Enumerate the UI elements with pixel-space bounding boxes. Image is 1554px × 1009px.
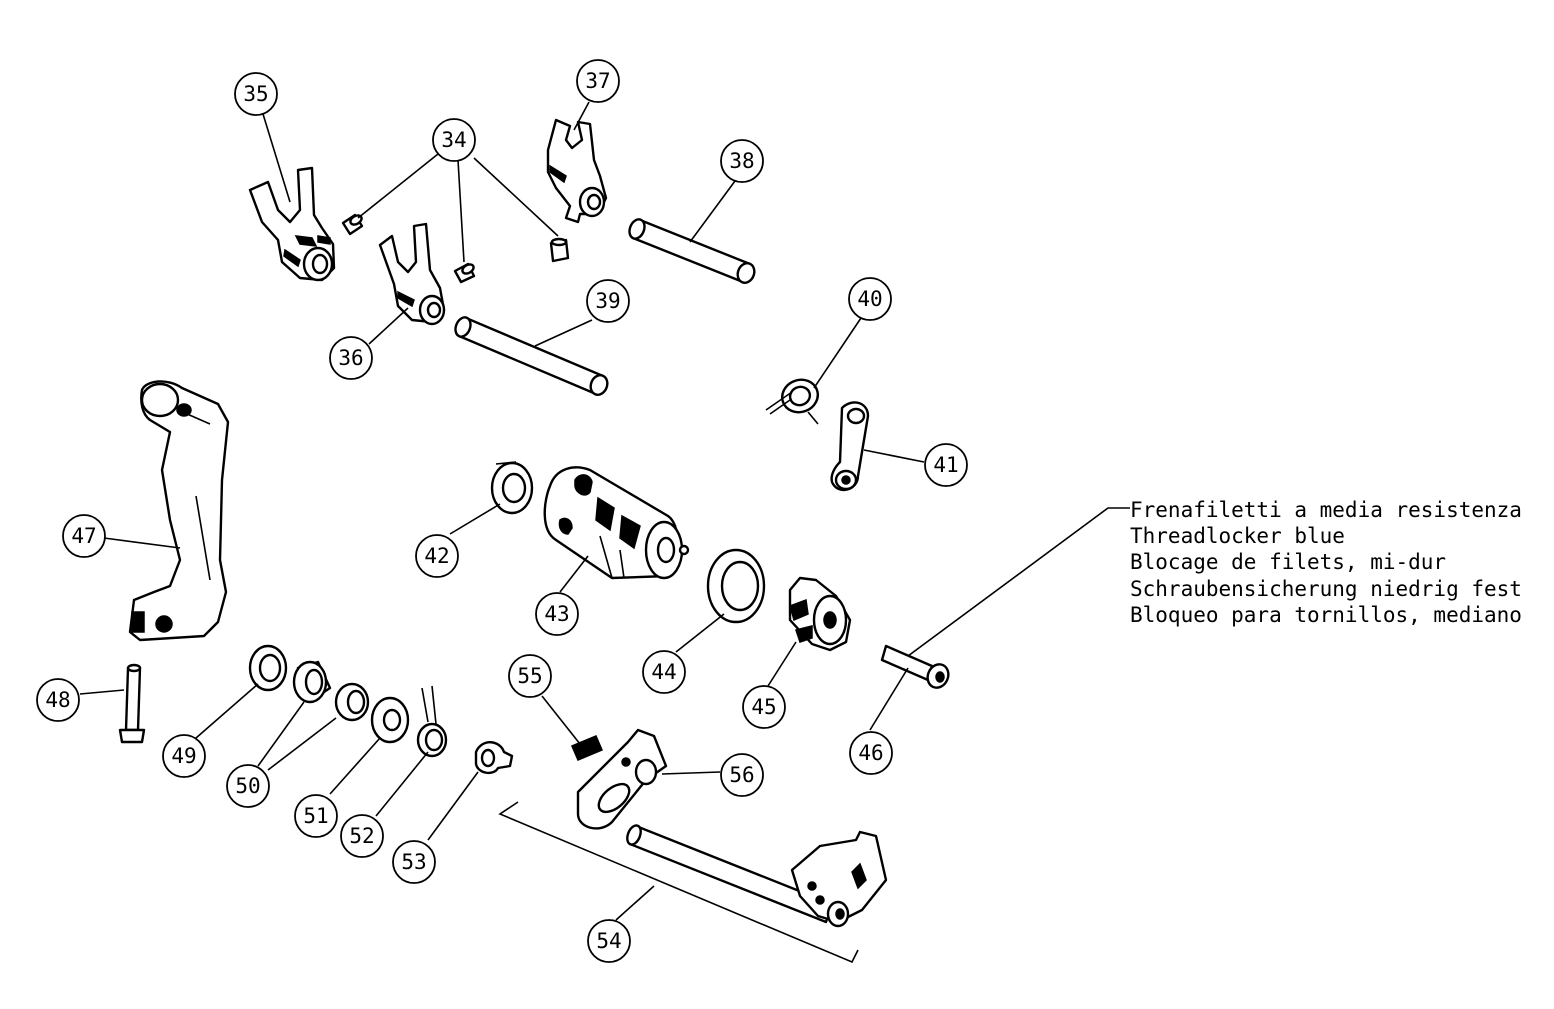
svg-text:56: 56 — [729, 763, 754, 787]
note-line-german: Schraubensicherung niedrig fest — [1130, 577, 1522, 601]
callout-36: 36 — [329, 336, 373, 380]
callout-51: 51 — [294, 794, 338, 838]
svg-text:35: 35 — [243, 82, 268, 106]
part-37-shift-fork — [546, 118, 608, 224]
part-54-shift-shaft — [626, 824, 888, 928]
note-line-italian: Frenafiletti a media resistenza — [1130, 498, 1522, 522]
callout-38: 38 — [720, 139, 764, 183]
part-38-shift-rod — [628, 218, 756, 284]
callout-45: 45 — [742, 685, 786, 729]
part-54-bracket — [498, 801, 859, 964]
part-49-seal — [248, 644, 288, 692]
part-52-spring — [416, 685, 448, 758]
svg-text:54: 54 — [596, 929, 621, 953]
svg-text:38: 38 — [729, 149, 754, 173]
callout-43: 43 — [535, 592, 579, 636]
note-line-french: Blocage de filets, mi-dur — [1130, 550, 1446, 574]
part-51-washer — [370, 696, 410, 744]
note-line-spanish: Bloqueo para tornillos, mediano — [1130, 603, 1522, 627]
callout-54: 54 — [587, 919, 631, 963]
callout-55: 55 — [508, 654, 552, 698]
threadlocker-note: Frenafiletti a media resistenza Threadlo… — [1130, 498, 1522, 627]
svg-text:42: 42 — [424, 544, 449, 568]
svg-text:55: 55 — [517, 664, 542, 688]
part-36-shift-fork — [378, 222, 446, 326]
part-45-star-wheel — [788, 576, 852, 652]
svg-text:45: 45 — [751, 695, 776, 719]
svg-text:37: 37 — [585, 69, 610, 93]
callout-56: 56 — [720, 753, 764, 797]
part-40-spring — [765, 378, 819, 425]
callout-48: 48 — [36, 678, 80, 722]
callout-44: 44 — [642, 650, 686, 694]
svg-text:50: 50 — [235, 774, 260, 798]
svg-text:44: 44 — [651, 660, 676, 684]
svg-text:52: 52 — [349, 824, 374, 848]
part-48-bolt — [118, 663, 146, 744]
part-50-bushing-a — [292, 660, 332, 704]
callout-34: 34 — [432, 118, 476, 162]
callout-52: 52 — [340, 814, 384, 858]
svg-text:51: 51 — [303, 804, 328, 828]
svg-text:40: 40 — [857, 287, 882, 311]
part-47-shift-lever — [128, 380, 230, 642]
part-34-pin-b — [453, 262, 476, 284]
part-34-pin-a — [341, 213, 364, 236]
svg-text:53: 53 — [401, 850, 426, 874]
part-53-circlip — [474, 741, 514, 775]
part-55-spring — [571, 735, 603, 761]
svg-text:49: 49 — [171, 744, 196, 768]
svg-text:48: 48 — [45, 688, 70, 712]
svg-text:47: 47 — [71, 524, 96, 548]
svg-text:39: 39 — [595, 289, 620, 313]
svg-text:46: 46 — [858, 741, 883, 765]
callout-40: 40 — [848, 277, 892, 321]
part-39-shift-rod — [454, 316, 609, 396]
callout-balloons: 35 34 37 38 39 36 40 41 42 43 44 45 46 4… — [36, 59, 968, 963]
callout-46: 46 — [849, 731, 893, 775]
part-41-lever — [830, 401, 870, 492]
callout-42: 42 — [415, 534, 459, 578]
callout-41: 41 — [924, 443, 968, 487]
callout-47: 47 — [62, 514, 106, 558]
part-43-shift-drum — [543, 466, 690, 580]
part-50-bushing-b — [334, 682, 370, 722]
leader-lines — [79, 101, 1130, 921]
callout-35: 35 — [234, 72, 278, 116]
callout-39: 39 — [586, 279, 630, 323]
part-46-screw — [880, 644, 950, 689]
callout-49: 49 — [162, 734, 206, 778]
svg-text:34: 34 — [441, 128, 466, 152]
svg-text:43: 43 — [544, 602, 569, 626]
note-line-english: Threadlocker blue — [1130, 524, 1345, 548]
svg-text:36: 36 — [338, 346, 363, 370]
callout-50: 50 — [226, 764, 270, 808]
part-44-bearing — [706, 548, 766, 624]
part-35-shift-fork — [248, 166, 336, 282]
callout-53: 53 — [392, 840, 436, 884]
part-34-pin-c — [549, 237, 570, 263]
part-42-bearing — [490, 461, 534, 515]
svg-text:41: 41 — [933, 453, 958, 477]
part-56-shift-plate — [576, 728, 668, 830]
callout-37: 37 — [576, 59, 620, 103]
